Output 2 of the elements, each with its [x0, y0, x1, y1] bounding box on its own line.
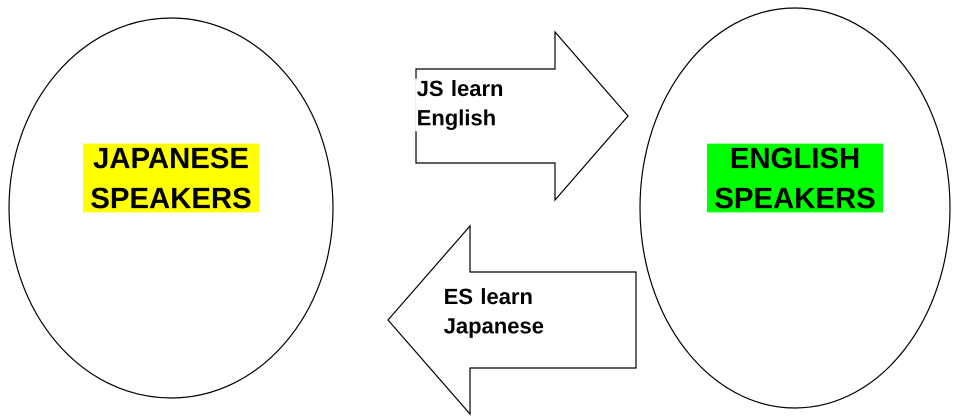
edge-label: JS learn English — [417, 80, 502, 130]
edge-label: ES learn Japanese — [444, 288, 544, 338]
